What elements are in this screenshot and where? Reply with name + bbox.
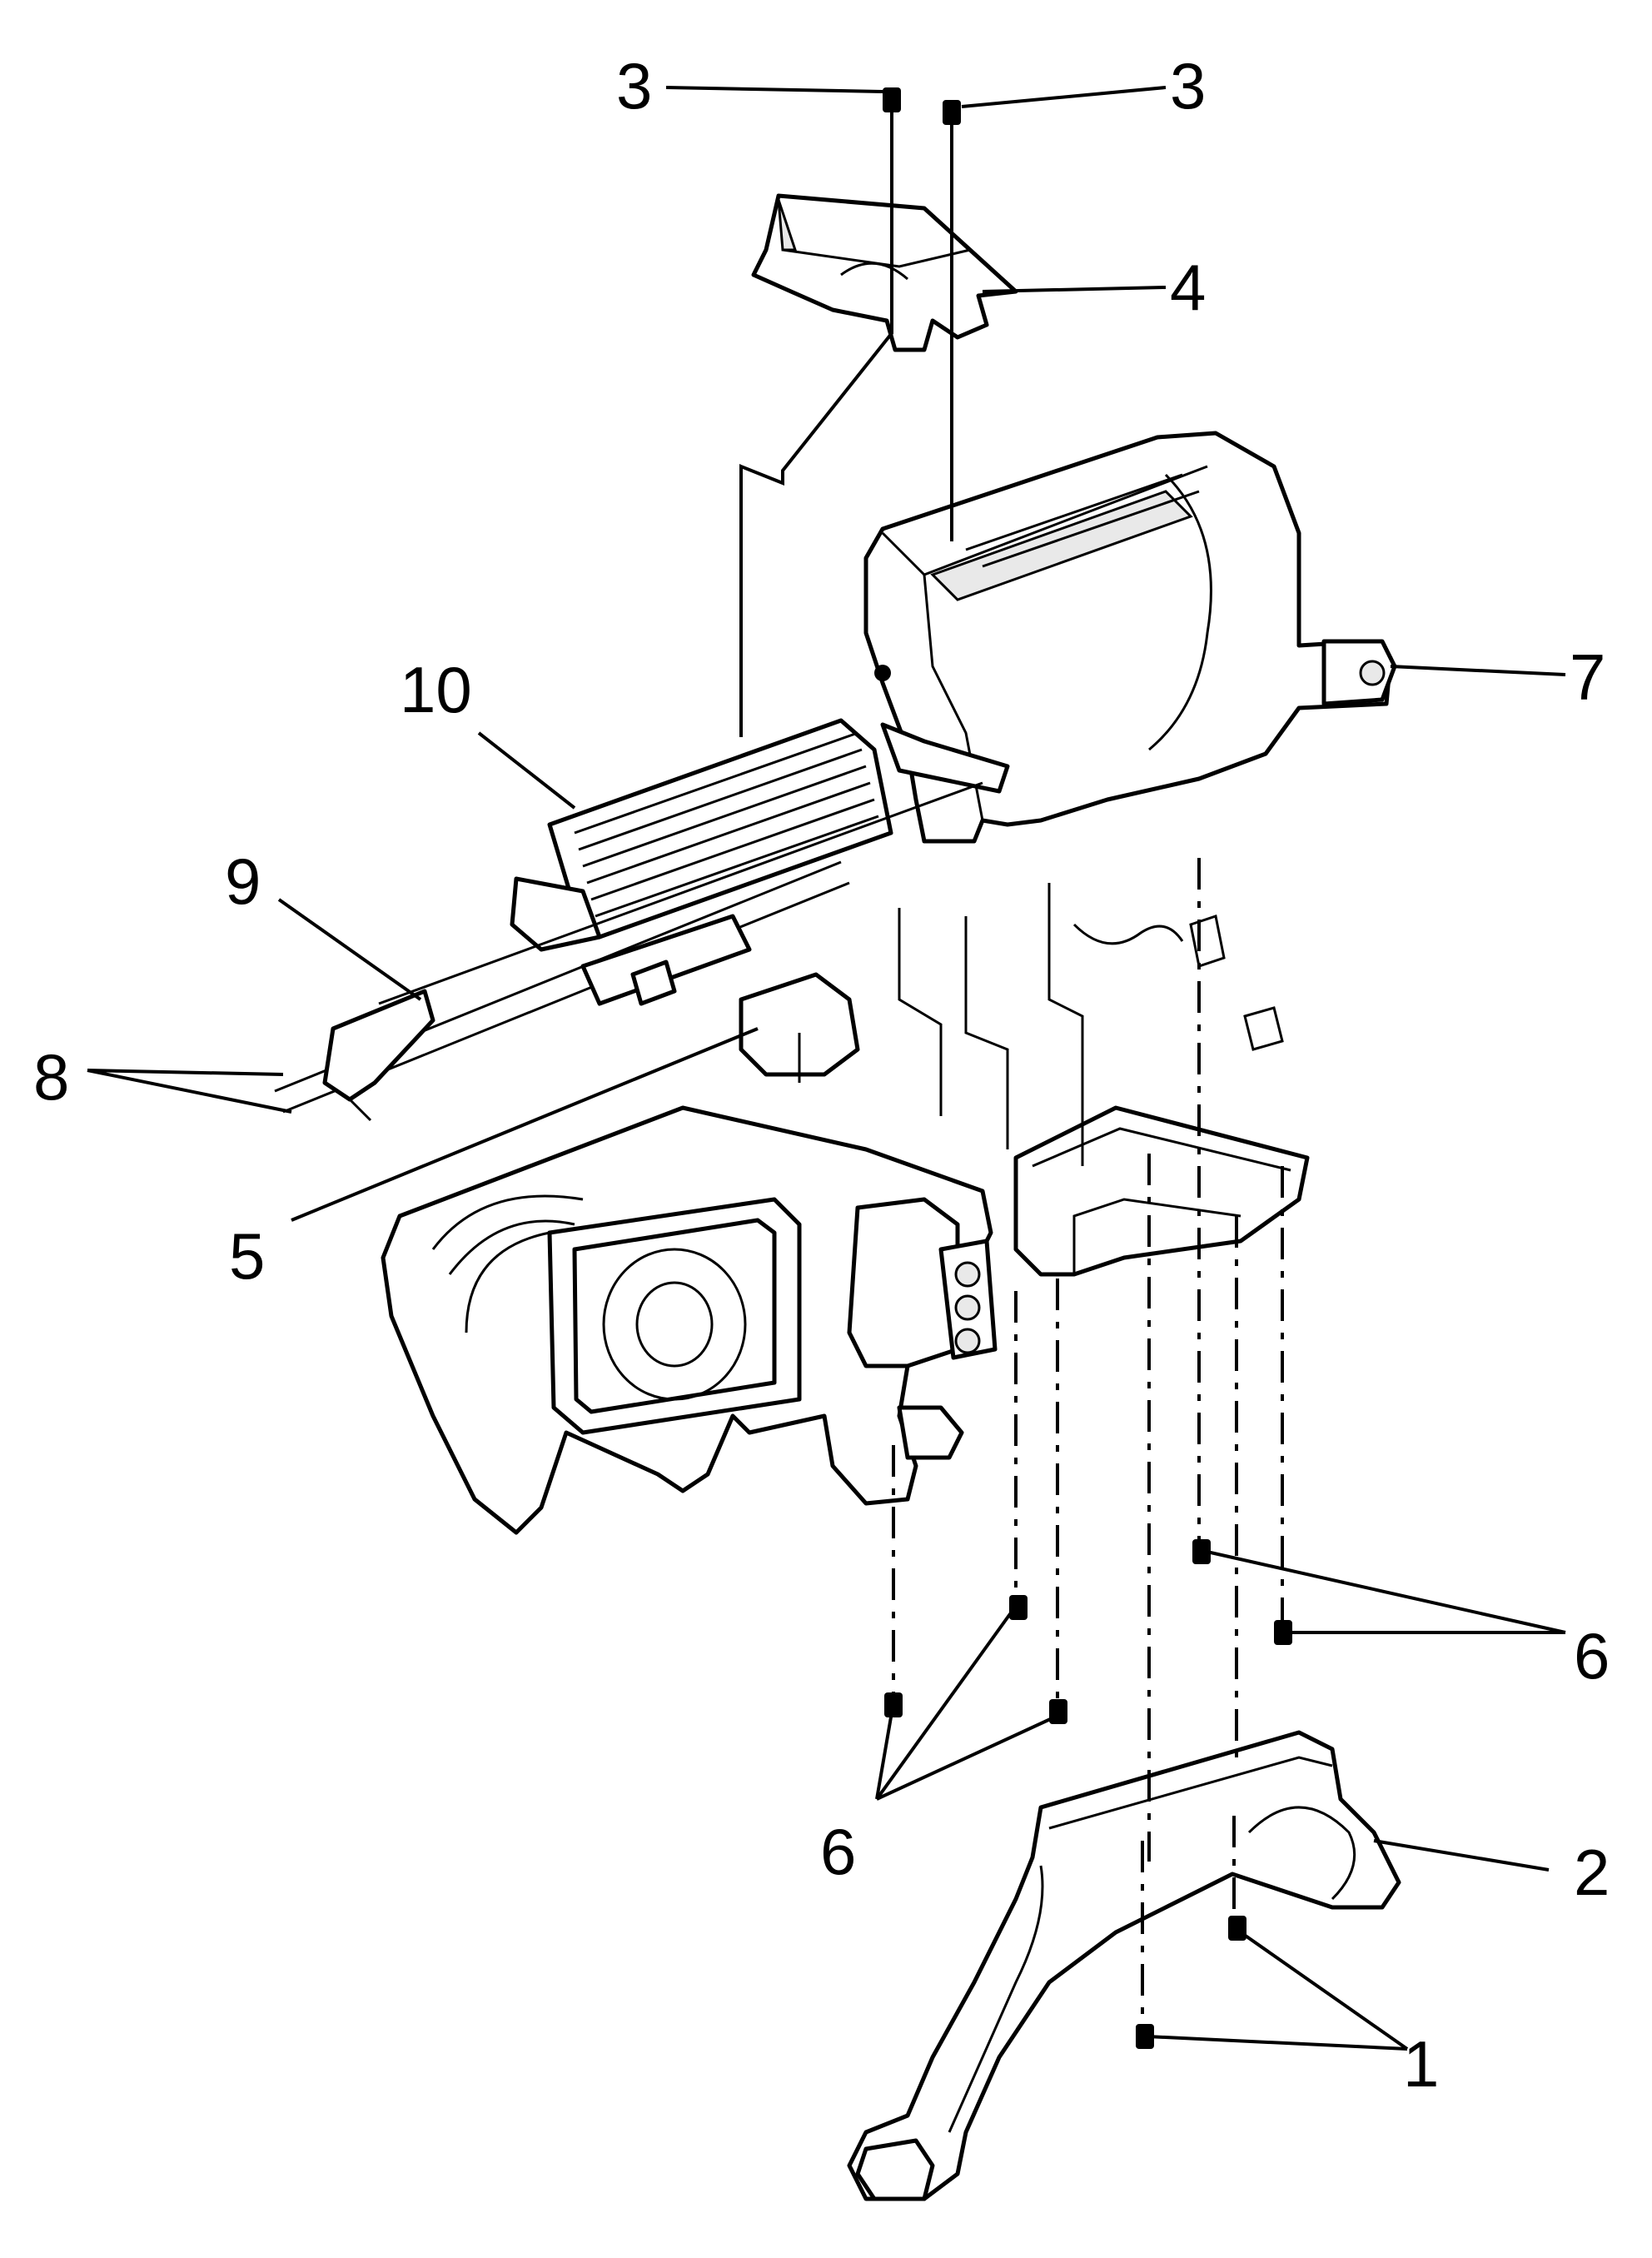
screw-icon (884, 1692, 903, 1717)
callout-1: 1 (1403, 2027, 1439, 2101)
screw-icon (1192, 1539, 1211, 1564)
callout-6-lower: 6 (820, 1815, 856, 1888)
upper-bracket-part (751, 193, 1018, 352)
callout-6-right: 6 (1574, 1619, 1610, 1692)
screw-icon (1274, 1620, 1292, 1645)
lower-hvac-case-part (898, 883, 1310, 1277)
assembly-guide-lines (739, 112, 953, 737)
callout-2: 2 (1574, 1836, 1610, 1909)
callout-5: 5 (229, 1219, 265, 1293)
leader-lines (87, 86, 1566, 2051)
callout-3-left: 3 (616, 49, 652, 122)
coolant-tubes-part (274, 781, 983, 1122)
callout-8: 8 (33, 1040, 69, 1114)
blower-module-part (381, 972, 998, 1535)
screw-icon (1049, 1699, 1067, 1724)
screw-icon (1228, 1916, 1246, 1941)
callout-7: 7 (1570, 641, 1605, 714)
screw-icon (883, 87, 901, 112)
callout-9: 9 (225, 845, 261, 918)
callout-4: 4 (1170, 251, 1206, 324)
screw-icon (943, 100, 961, 125)
callouts: 3 3 4 7 10 9 8 5 6 6 2 1 (33, 49, 1610, 2101)
screw-mount-posts (892, 858, 1284, 2032)
screw-icon (1136, 2024, 1154, 2049)
callout-10: 10 (400, 653, 472, 726)
upper-hvac-case-part (863, 431, 1397, 844)
screw-icon (1009, 1595, 1028, 1620)
callout-3-right: 3 (1170, 49, 1206, 122)
floor-air-duct-part (847, 1730, 1401, 2201)
